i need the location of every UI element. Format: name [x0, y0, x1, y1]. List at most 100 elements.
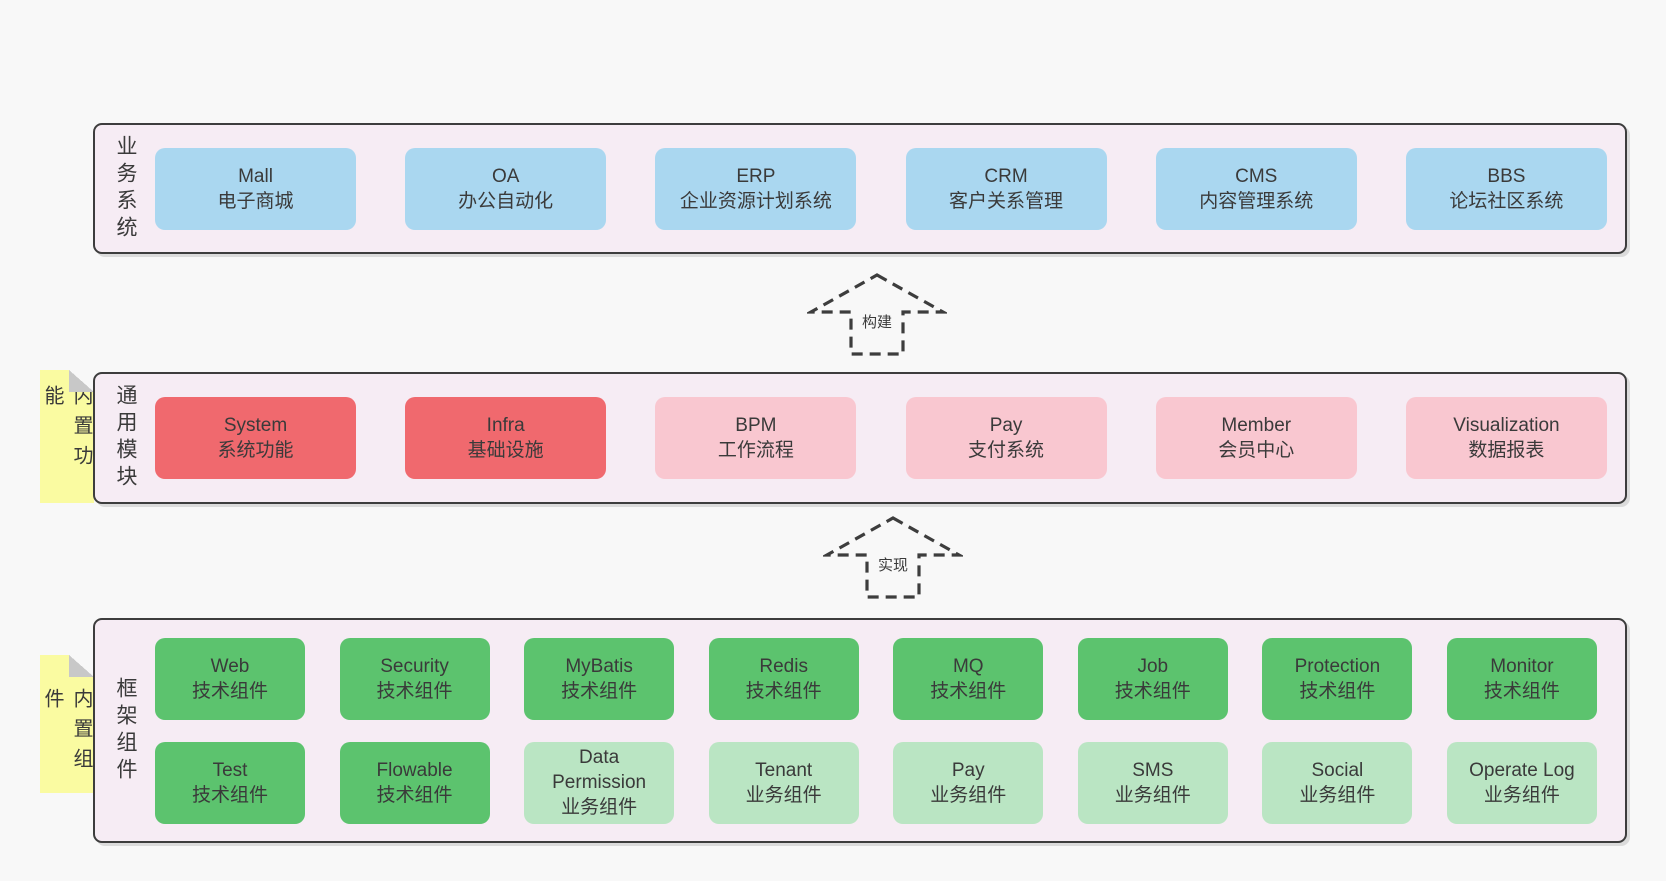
module-title: Data Permission	[552, 747, 647, 793]
module-subtitle: 技术组件	[745, 680, 822, 702]
module-subtitle: 技术组件	[376, 680, 453, 702]
module-subtitle: 业务组件	[561, 797, 638, 818]
module-subtitle: 企业资源计划系统	[679, 190, 832, 212]
module-title: MQ	[952, 655, 984, 677]
module-title: CRM	[984, 165, 1028, 187]
module-box-data-permission: Data Permission 业务组件	[524, 741, 675, 824]
module-box-job: Job 技术组件	[1077, 637, 1228, 720]
module-box-crm: CRM 客户关系管理	[905, 147, 1107, 230]
tier-business-systems-boxes: Mall 电子商城 OA 办公自动化 ERP 企业资源计划系统 CRM 客户关系管理 CMS 内容…	[155, 125, 1607, 252]
module-box-redis: Redis 技术组件	[708, 637, 859, 720]
folded-corner-icon	[69, 370, 94, 392]
module-box-sms: SMS 业务组件	[1077, 741, 1228, 824]
module-title: Flowable	[376, 759, 453, 781]
sticky-note-label: 内置组件	[41, 688, 92, 778]
module-box-tenant: Tenant 业务组件	[708, 741, 859, 824]
module-subtitle: 技术组件	[191, 784, 268, 806]
module-box-member: Member 会员中心	[1155, 397, 1357, 479]
module-subtitle: 技术组件	[1299, 680, 1376, 702]
module-box-test: Test 技术组件	[155, 741, 305, 824]
module-box-mall: Mall 电子商城	[155, 147, 356, 230]
tier-business-systems: 业务系统 Mall 电子商城 OA 办公自动化 ERP 企业资源计划系统 CRM 客户关系管理…	[93, 123, 1627, 254]
module-title: Job	[1137, 655, 1169, 677]
module-subtitle: 内容管理系统	[1199, 190, 1314, 212]
module-title: Monitor	[1490, 655, 1554, 677]
module-subtitle: 论坛社区系统	[1449, 190, 1564, 212]
module-subtitle: 业务组件	[1299, 784, 1376, 806]
module-subtitle: 电子商城	[217, 190, 294, 212]
folded-corner-icon	[69, 655, 94, 677]
module-title: Tenant	[755, 759, 813, 781]
module-title: Social	[1311, 759, 1364, 781]
module-subtitle: 技术组件	[1483, 680, 1560, 702]
up-arrow-icon	[823, 516, 963, 599]
module-subtitle: 系统功能	[217, 440, 294, 461]
module-title: CMS	[1235, 165, 1278, 187]
module-title: Operate Log	[1469, 759, 1575, 781]
module-box-operate-log: Operate Log 业务组件	[1446, 741, 1597, 824]
module-subtitle: 技术组件	[191, 680, 268, 702]
sticky-note-built-in-components: 内置组件	[40, 655, 94, 793]
up-arrow-icon	[807, 273, 947, 356]
module-subtitle: 会员中心	[1218, 440, 1295, 461]
module-subtitle: 数据报表	[1468, 440, 1545, 461]
dashed-up-arrow-implement: 实现	[823, 514, 963, 600]
module-box-cms: CMS 内容管理系统	[1155, 147, 1357, 230]
arrow-label-implement: 实现	[874, 554, 912, 575]
module-box-system: System 系统功能	[155, 397, 356, 479]
module-title: Pay	[951, 759, 985, 781]
module-title: Protection	[1294, 655, 1381, 677]
module-title: Member	[1221, 415, 1292, 436]
module-title: SMS	[1132, 759, 1174, 781]
module-title: Pay	[989, 415, 1023, 436]
module-title: MyBatis	[565, 655, 633, 677]
module-subtitle: 技术组件	[1114, 680, 1191, 702]
module-subtitle: 技术组件	[930, 680, 1007, 702]
arrow-label-build: 构建	[858, 311, 896, 332]
module-title: BBS	[1487, 165, 1526, 187]
sticky-note-label: 内置功能	[41, 385, 92, 475]
dashed-up-arrow-build: 构建	[807, 271, 947, 357]
module-box-social: Social 业务组件	[1262, 741, 1413, 824]
module-subtitle: 业务组件	[1483, 784, 1560, 806]
module-box-erp: ERP 企业资源计划系统	[655, 147, 857, 230]
tier-label-common-modules: 通用模块	[114, 384, 137, 492]
module-box-mq: MQ 技术组件	[893, 637, 1044, 720]
module-subtitle: 业务组件	[745, 784, 822, 806]
module-title: Redis	[759, 655, 808, 677]
module-title: BPM	[735, 415, 777, 436]
module-subtitle: 业务组件	[1114, 784, 1191, 806]
module-title: Infra	[486, 415, 525, 436]
module-subtitle: 工作流程	[717, 440, 794, 461]
module-title: ERP	[736, 165, 776, 187]
module-title: Test	[212, 759, 248, 781]
tier-label-business-systems: 业务系统	[114, 134, 137, 243]
module-subtitle: 技术组件	[561, 680, 638, 702]
module-subtitle: 客户关系管理	[949, 190, 1064, 212]
module-box-protection: Protection 技术组件	[1262, 637, 1413, 720]
module-box-web: Web 技术组件	[155, 637, 305, 720]
module-subtitle: 基础设施	[467, 440, 544, 461]
module-box-bbs: BBS 论坛社区系统	[1405, 147, 1607, 230]
module-box-monitor: Monitor 技术组件	[1446, 637, 1597, 720]
module-title: System	[223, 415, 288, 436]
module-title: Web	[210, 655, 250, 677]
module-title: Mall	[238, 165, 273, 187]
module-subtitle: 办公自动化	[458, 190, 554, 212]
module-title: OA	[491, 165, 520, 187]
module-row: Mall 电子商城 OA 办公自动化 ERP 企业资源计划系统 CRM 客户关系管理 CMS 内容…	[155, 147, 1607, 230]
module-box-oa: OA 办公自动化	[405, 147, 607, 230]
